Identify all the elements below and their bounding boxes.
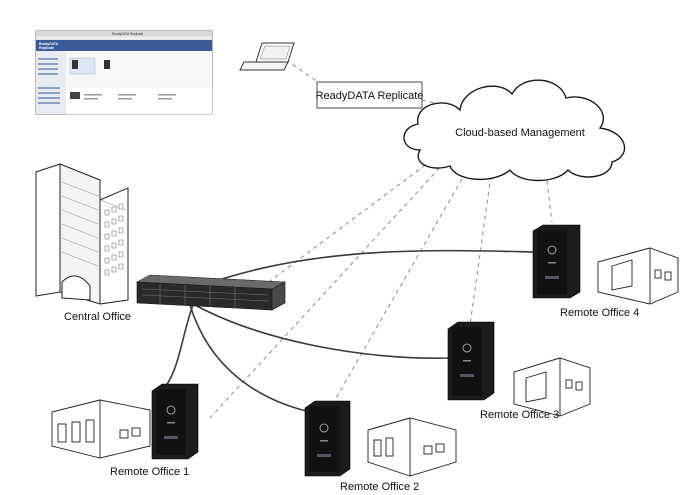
screenshot-header-line2: Replicate (39, 46, 54, 50)
link-cloud-to-office1 (209, 161, 446, 419)
remote-office-3-building-icon (513, 357, 591, 417)
link-cloud-to-office3 (469, 167, 493, 326)
link-central-to-office1 (157, 304, 194, 396)
link-cloud-to-office2 (334, 164, 471, 401)
central-rack-server-icon (135, 274, 287, 311)
remote-office-1-label: Remote Office 1 (110, 466, 189, 478)
central-office-building-icon (35, 163, 129, 305)
cloud-icon: Cloud-based Management (403, 79, 626, 182)
remote-office-4-building-icon (597, 247, 679, 305)
replicate-label: ReadyDATA Replicate (316, 90, 424, 102)
link-central-to-office2 (189, 304, 311, 413)
remote-office-4-label: Remote Office 4 (560, 307, 639, 319)
remote-office-2-building-icon (367, 417, 457, 477)
remote-office-3-nas-icon (447, 321, 495, 401)
cloud-label: Cloud-based Management (455, 127, 585, 139)
remote-office-1-building-icon (51, 399, 151, 459)
link-cloud-to-central (261, 159, 433, 288)
solid-data-links (157, 249, 538, 413)
laptop-icon (239, 42, 295, 71)
replicate-box: ReadyDATA Replicate (316, 81, 424, 109)
screenshot-header-line1: ReadyDATA (39, 42, 59, 46)
link-laptop-to-replicate (285, 59, 319, 83)
link-central-to-office3 (194, 304, 451, 359)
screenshot-window-title: ReadyDATA Replicate (112, 32, 143, 36)
remote-office-4-nas-icon (532, 224, 581, 299)
central-office-label: Central Office (64, 311, 131, 323)
remote-office-2-nas-icon (304, 400, 351, 477)
remote-office-3-label: Remote Office 3 (480, 409, 559, 421)
management-ui-screenshot: ReadyDATA Replicate ReadyDATA Replicate (35, 30, 213, 115)
remote-office-1-nas-icon (151, 383, 199, 460)
remote-office-2-label: Remote Office 2 (340, 481, 419, 493)
link-central-to-office4 (209, 249, 538, 284)
